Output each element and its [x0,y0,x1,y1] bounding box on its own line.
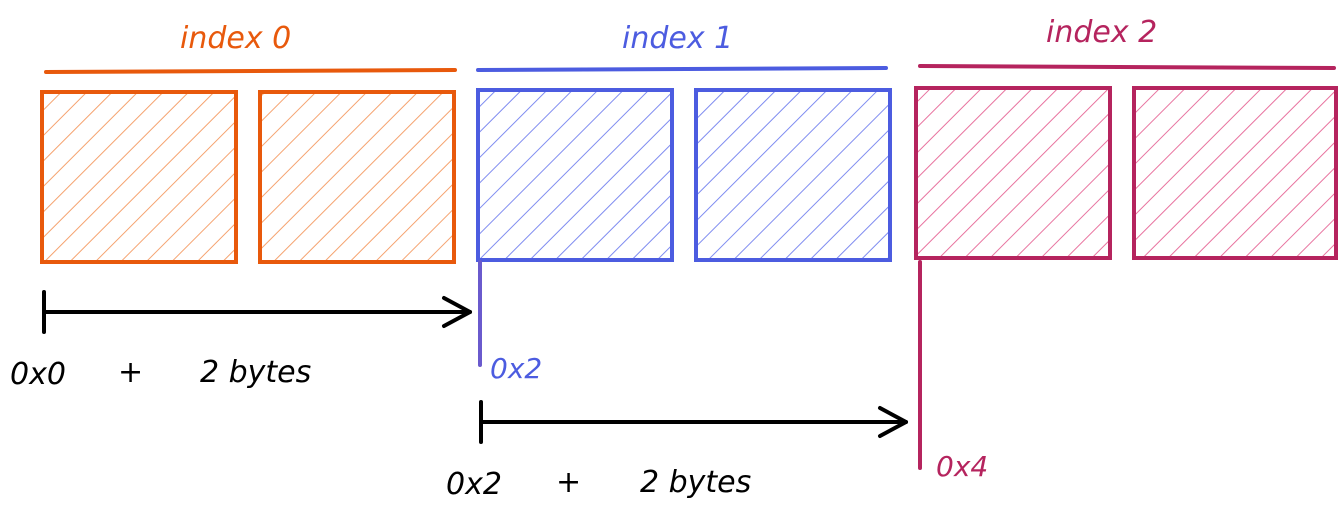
index-0-bracket [44,68,457,74]
index-1-byte-0-box [476,88,674,262]
index-0-label: index 0 [180,21,291,56]
offset-arrow-0 [42,290,472,334]
index-2-bracket [918,64,1336,70]
address-0x4-label: 0x4 [936,450,988,483]
index-2-byte-1-box [1132,86,1338,260]
offset-0-base: 0x0 [10,357,66,392]
offset-1-size: 2 bytes [640,465,751,500]
index-0-byte-0-box [40,90,238,264]
index-1-label: index 1 [622,21,733,56]
offset-0-plus: + [118,355,143,390]
index-2-label: index 2 [1046,15,1157,50]
index-1-byte-1-box [694,88,892,262]
offset-1-plus: + [556,465,581,500]
address-0x2-label: 0x2 [490,352,542,385]
offset-arrow-1 [479,400,908,444]
offset-0-size: 2 bytes [200,355,311,390]
index-2-byte-0-box [914,86,1112,260]
index-1-bracket [476,66,888,72]
index-0-byte-1-box [258,90,456,264]
offset-1-base: 0x2 [446,467,502,502]
